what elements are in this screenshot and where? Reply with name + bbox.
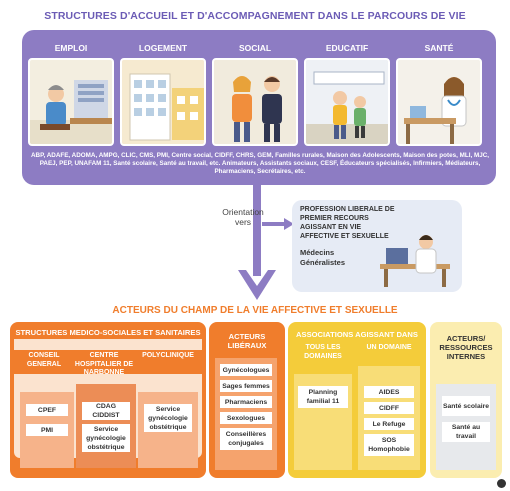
- medico-item-cpef: CPEF: [26, 404, 68, 416]
- associations-item-sos: SOS Homophobie: [364, 434, 414, 456]
- profession-title: PROFESSION LIBERALE DE PREMIER RECOURS A…: [300, 206, 395, 240]
- category-social: SOCIAL: [238, 43, 272, 53]
- liberaux-item-pharmaciens: Pharmaciens: [220, 396, 272, 408]
- internes-title: ACTEURS/ RESSOURCES INTERNES: [439, 334, 493, 361]
- associations-item-planning: Planning familial 11: [298, 386, 348, 408]
- orientation-line1: Orientation: [222, 207, 264, 217]
- liberaux-item-sexologues: Sexologues: [220, 412, 272, 424]
- medico-subheader-band: [14, 350, 202, 374]
- logement-illustration: [120, 58, 206, 146]
- corner-logo-icon: [497, 479, 506, 488]
- internes-item-travail: Santé au travail: [442, 422, 490, 442]
- profession-subtitle: Médecins Généralistes: [300, 248, 346, 267]
- liberaux-item-sages-femmes: Sages femmes: [220, 380, 272, 392]
- associations-item-refuge: Le Refuge: [364, 418, 414, 430]
- educatif-illustration: [304, 58, 390, 146]
- medico-col2-header: CENTRE HOSPITALIER DE NARBONNE: [74, 352, 134, 376]
- category-emploi: EMPLOI: [54, 43, 88, 53]
- internes-item-scolaire: Santé scolaire: [442, 396, 490, 416]
- liberaux-item-conseilleres: Conseillères conjugales: [220, 428, 272, 450]
- category-educatif: EDUCATIF: [325, 43, 369, 53]
- structures-list: ABP, ADAFE, ADOMA, AMPG, CLIC, CMS, PMI,…: [30, 152, 489, 175]
- category-logement: LOGEMENT: [138, 43, 188, 53]
- associations-item-aides: AIDES: [364, 386, 414, 398]
- doctor-illustration: [380, 235, 450, 287]
- associations-title: ASSOCIATIONS AGISSANT DANS: [296, 330, 418, 339]
- category-sante: SANTÉ: [424, 43, 454, 53]
- profession-box: [292, 200, 462, 292]
- associations-item-cidff: CIDFF: [364, 402, 414, 414]
- liberaux-title: ACTEURS LIBÉRAUX: [227, 332, 267, 350]
- liberaux-item-gynecologues: Gynécologues: [220, 364, 272, 376]
- emploi-illustration: [28, 58, 114, 146]
- medico-item-pmi: PMI: [26, 424, 68, 436]
- associations-col2-header: UN DOMAINE: [366, 344, 412, 351]
- medico-col3-header: POLYCLINIQUE: [142, 352, 194, 359]
- acteurs-title: ACTEURS DU CHAMP DE LA VIE AFFECTIVE ET …: [112, 305, 398, 316]
- medico-col1-header: CONSEIL GENERAL: [26, 352, 62, 368]
- associations-col1-header: TOUS LES DOMAINES: [304, 344, 342, 360]
- social-illustration: [212, 58, 298, 146]
- medico-item-cdag: CDAG CIDDIST: [82, 402, 130, 420]
- arrow-down-icon: [238, 184, 276, 300]
- medico-item-service-poly: Service gynécologie obstétrique: [144, 404, 192, 432]
- page-title: STRUCTURES D'ACCUEIL ET D'ACCOMPAGNEMENT…: [44, 10, 466, 22]
- sante-illustration: [396, 58, 482, 146]
- medico-item-service-ch: Service gynécologie obstétrique: [82, 424, 130, 452]
- orientation-label: Orientation vers: [212, 207, 274, 227]
- medico-title: STRUCTURES MEDICO-SOCIALES ET SANITAIRES: [14, 326, 202, 339]
- orientation-line2: vers: [234, 217, 252, 227]
- arrow-right-icon: [262, 218, 294, 230]
